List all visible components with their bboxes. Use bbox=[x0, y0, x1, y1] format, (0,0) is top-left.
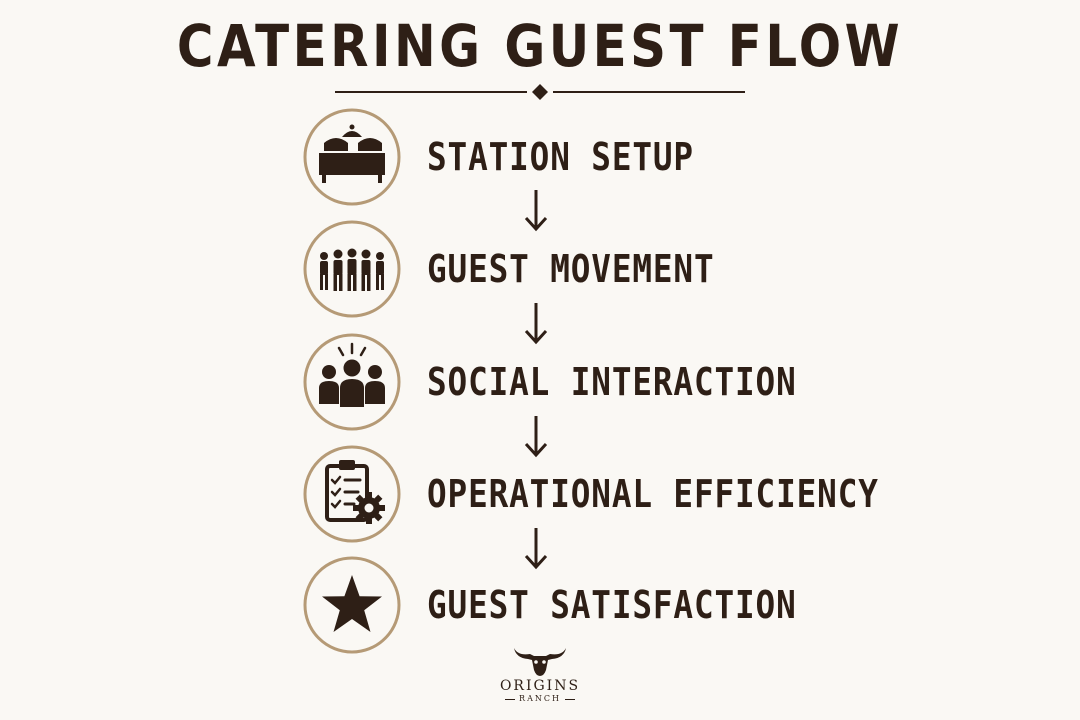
longhorn-skull-icon bbox=[514, 648, 566, 676]
buffet-station-icon bbox=[303, 108, 401, 206]
arrow-down-icon bbox=[524, 416, 548, 458]
arrow-down-icon bbox=[524, 528, 548, 570]
logo-name: ORIGINS bbox=[499, 678, 581, 694]
title-divider bbox=[335, 84, 745, 100]
step-guest-movement: GUEST MOVEMENT bbox=[302, 219, 822, 319]
star-icon bbox=[303, 556, 401, 654]
step-label: OPERATIONAL EFFICIENCY bbox=[427, 472, 879, 516]
logo-sub: RANCH bbox=[490, 694, 590, 704]
step-guest-satisfaction: GUEST SATISFACTION bbox=[302, 555, 822, 655]
origins-ranch-logo: ORIGINS RANCH bbox=[490, 644, 590, 716]
step-label: GUEST SATISFACTION bbox=[427, 583, 797, 627]
step-label: GUEST MOVEMENT bbox=[427, 247, 715, 291]
step-label: STATION SETUP bbox=[427, 135, 694, 179]
clipboard-gear-icon bbox=[303, 445, 401, 543]
diagram-title: CATERING GUEST FLOW bbox=[176, 12, 904, 80]
step-operational-efficiency: OPERATIONAL EFFICIENCY bbox=[302, 444, 878, 544]
guest-line-icon bbox=[303, 220, 401, 318]
arrow-down-icon bbox=[524, 190, 548, 232]
step-station-setup: STATION SETUP bbox=[302, 107, 822, 207]
step-social-interaction: SOCIAL INTERACTION bbox=[302, 332, 822, 432]
step-label: SOCIAL INTERACTION bbox=[427, 360, 797, 404]
group-people-icon bbox=[303, 333, 401, 431]
arrow-down-icon bbox=[524, 303, 548, 345]
